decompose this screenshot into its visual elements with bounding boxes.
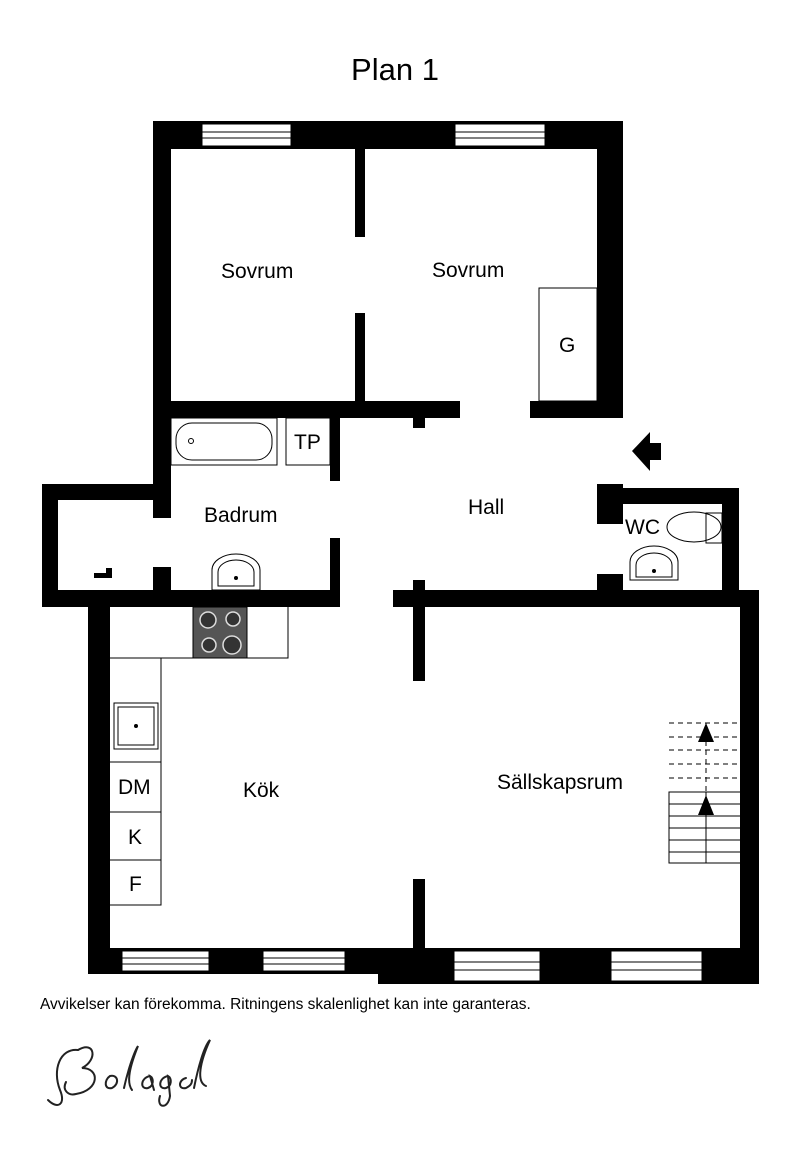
entrance-arrow-icon [632, 432, 661, 471]
stair-up-arrow-icon [698, 795, 714, 815]
appliance-label-dm: DM [118, 776, 151, 799]
room-label-sovrum-left: Sovrum [221, 260, 294, 283]
room-label-sallskapsrum: Sällskapsrum [497, 771, 624, 794]
badrum-sink [211, 553, 261, 591]
room-label-tp: TP [294, 431, 321, 454]
staircase [668, 722, 742, 864]
stove [192, 606, 248, 659]
room-label-garderob: G [559, 334, 576, 357]
wc-sink [629, 545, 679, 581]
room-label-badrum: Badrum [204, 504, 278, 527]
tap-details [94, 568, 656, 728]
page-title: Plan 1 [351, 52, 439, 87]
room-label-hall: Hall [468, 496, 505, 519]
appliance-label-f: F [129, 873, 142, 896]
room-label-kok: Kök [243, 779, 280, 802]
wardrobe-outline [538, 287, 598, 402]
bathtub [170, 417, 278, 466]
disclaimer-text: Avvikelser kan förekomma. Ritningens ska… [40, 996, 531, 1013]
kitchen-sink [113, 702, 159, 750]
room-label-wc: WC [625, 516, 660, 539]
tp-closet [285, 417, 331, 466]
kitchen-counter [110, 607, 289, 659]
room-label-sovrum-right: Sovrum [432, 259, 505, 282]
windows [121, 123, 703, 982]
toilet [666, 511, 722, 543]
bolaget-logo [47, 1039, 211, 1107]
walls [42, 121, 759, 984]
appliance-label-k: K [128, 826, 143, 849]
stair-up-arrow-icon [698, 723, 714, 742]
